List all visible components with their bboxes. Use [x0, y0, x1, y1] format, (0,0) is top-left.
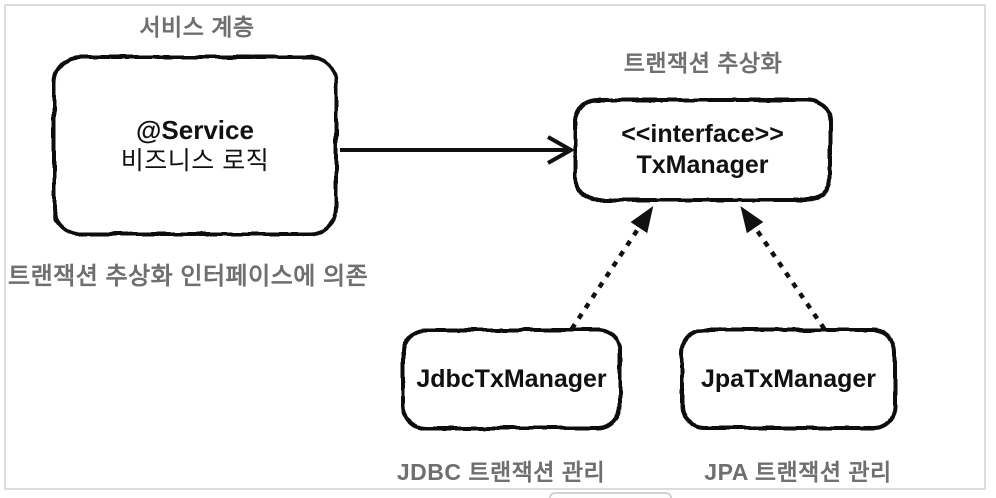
jpa-node-text: JpaTxManager	[682, 330, 895, 428]
jdbc-node-text: JdbcTxManager	[403, 330, 620, 428]
implements-arrow-jpa	[740, 206, 827, 331]
bottom-partial-control[interactable]	[549, 492, 672, 498]
business-logic-label: 비즈니스 로직	[120, 146, 270, 175]
jdbctxmanager-name-label: JdbcTxManager	[416, 364, 607, 393]
service-box-shape	[52, 55, 338, 236]
service-annotation-label: @Service	[136, 114, 254, 145]
jpa-box-shape	[680, 328, 897, 430]
service-layer-caption: 서비스 계층	[139, 14, 255, 40]
jpatxmanager-name-label: JpaTxManager	[700, 364, 877, 393]
jdbc-caption: JDBC 트랜잭션 관리	[396, 459, 606, 485]
dependency-arrowhead-icon	[547, 135, 576, 165]
tx-abstraction-caption: 트랜잭션 추상화	[623, 50, 783, 76]
interface-stereotype-label: <<interface>>	[621, 120, 784, 148]
txmanager-node-text: <<interface>> TxManager	[575, 100, 830, 200]
depends-on-interface-caption: 트랜잭션 추상화 인터페이스에 의존	[8, 263, 369, 290]
implements-arrow-jdbc	[569, 206, 654, 331]
txmanager-name-label: TxManager	[636, 151, 769, 179]
jdbc-box-shape	[401, 328, 622, 430]
service-node-text: @Service 비즈니스 로직	[54, 57, 336, 234]
jpa-caption: JPA 트랜잭션 관리	[704, 459, 892, 485]
